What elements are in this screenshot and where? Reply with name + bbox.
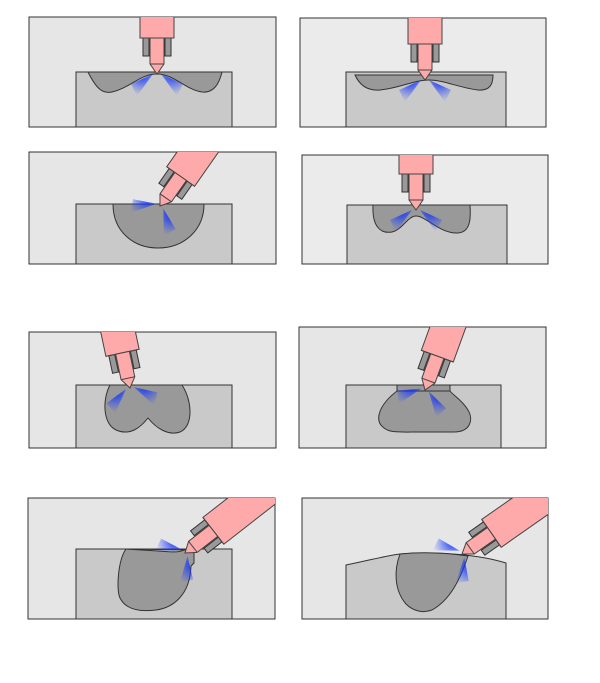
panel-6 (298, 326, 547, 449)
weld-pool (112, 203, 205, 249)
weld-pool (378, 390, 472, 433)
weld-pool (104, 384, 191, 434)
panel-7 (27, 497, 276, 620)
panel-8 (301, 497, 549, 620)
panel-3 (28, 151, 277, 265)
panel-5 (28, 331, 277, 449)
weld-pool (117, 548, 195, 612)
weld-pool (354, 74, 494, 91)
panel-1 (28, 16, 277, 128)
panel-4 (301, 154, 549, 265)
panel-2 (299, 17, 547, 128)
weld-pool (395, 552, 469, 613)
